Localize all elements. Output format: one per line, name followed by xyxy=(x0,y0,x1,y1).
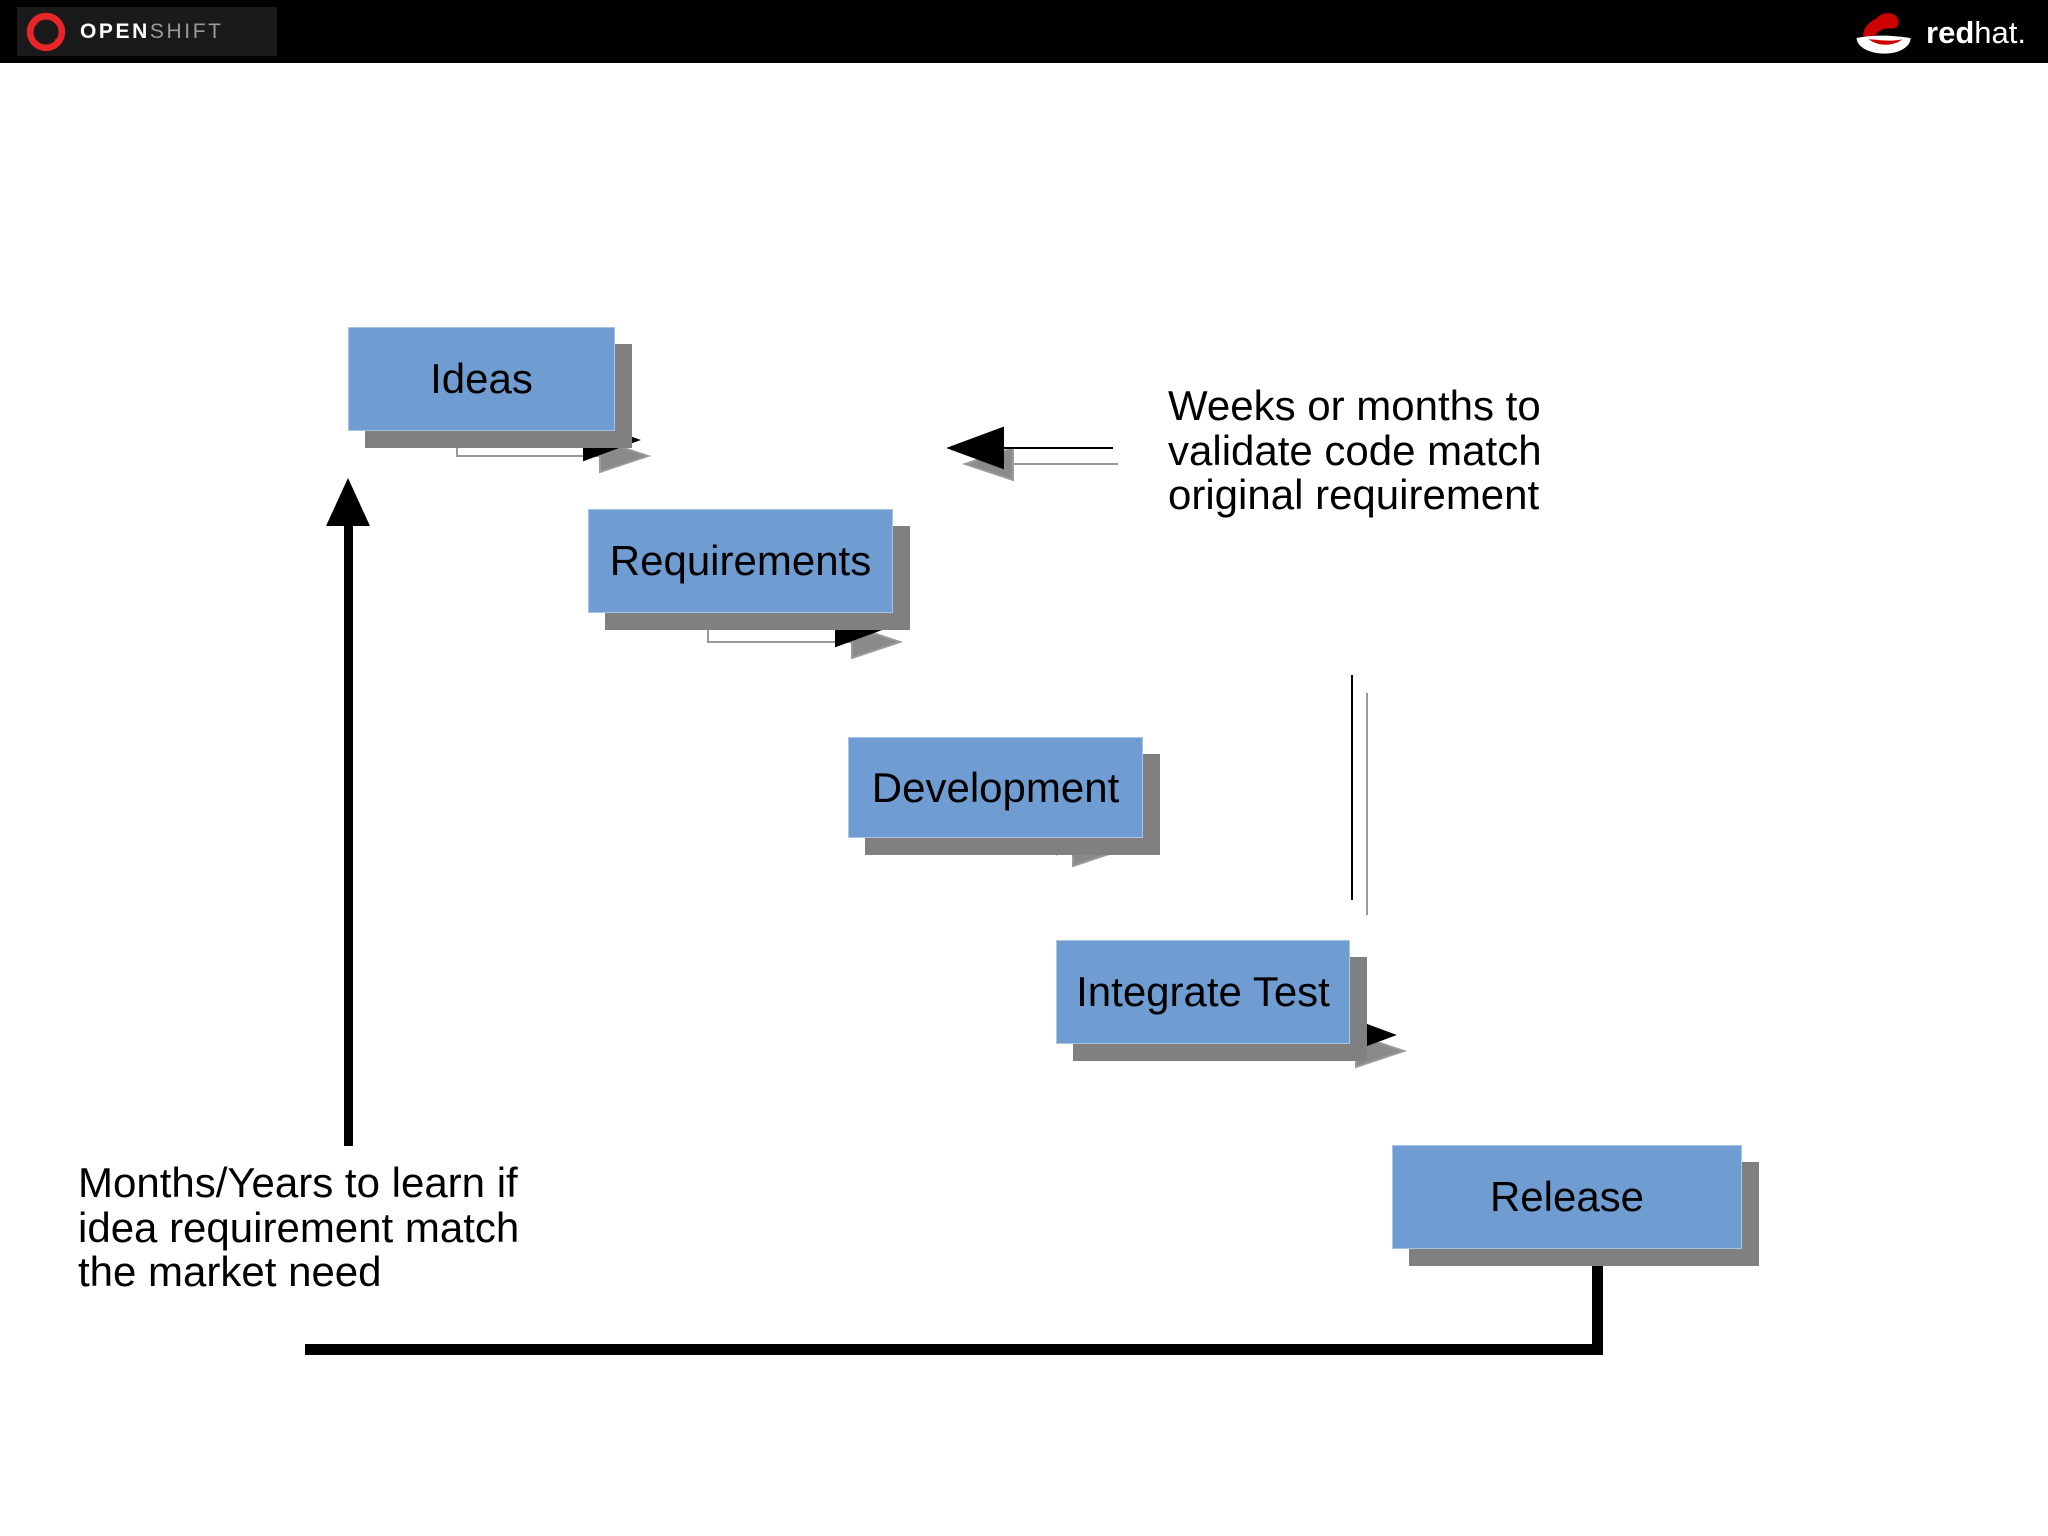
openshift-word-open: OPEN xyxy=(80,19,150,43)
stage-label-development: Development xyxy=(871,763,1120,811)
feedback-arrow-shaft xyxy=(344,493,353,1146)
release-to-start-segment xyxy=(305,1344,1603,1355)
stage-requirements[interactable]: Requirements xyxy=(588,509,893,613)
redhat-word-hat: hat. xyxy=(1974,14,2026,50)
stage-release[interactable]: Release xyxy=(1392,1145,1742,1249)
openshift-logo: OPENSHIFT xyxy=(17,7,277,56)
waterfall-diagram: Ideas Requirements Development Integrate… xyxy=(0,63,2048,1536)
top-bar: OPENSHIFT redhat. xyxy=(0,0,2048,63)
arrowhead-note-to-requirements xyxy=(946,426,1004,470)
redhat-word-red: red xyxy=(1926,14,1975,50)
release-down-segment xyxy=(1592,1251,1603,1354)
openshift-word-shift: SHIFT xyxy=(149,19,224,43)
redhat-logo: redhat. xyxy=(1853,6,2026,58)
stage-label-requirements: Requirements xyxy=(609,537,872,584)
stage-development[interactable]: Development xyxy=(848,737,1143,838)
feedback-loop-group xyxy=(305,478,1603,1355)
stage-ideas[interactable]: Ideas xyxy=(348,327,615,431)
stage-label-release: Release xyxy=(1489,1173,1645,1220)
openshift-wordmark: OPENSHIFT xyxy=(80,20,224,44)
redhat-fedora-icon xyxy=(1856,13,1911,54)
redhat-wordmark: redhat. xyxy=(1926,17,2026,48)
annotation-validate-note: Weeks or months to validate code match o… xyxy=(1168,382,1542,519)
stage-integrate-test[interactable]: Integrate Test xyxy=(1056,940,1350,1044)
feedback-arrow-head xyxy=(326,478,370,526)
stage-label-ideas: Ideas xyxy=(430,355,533,402)
annotation-market-note: Months/Years to learn if idea requiremen… xyxy=(78,1159,520,1296)
openshift-circular-arrow-icon xyxy=(26,12,66,51)
stage-label-integrate-test: Integrate Test xyxy=(1076,968,1330,1015)
